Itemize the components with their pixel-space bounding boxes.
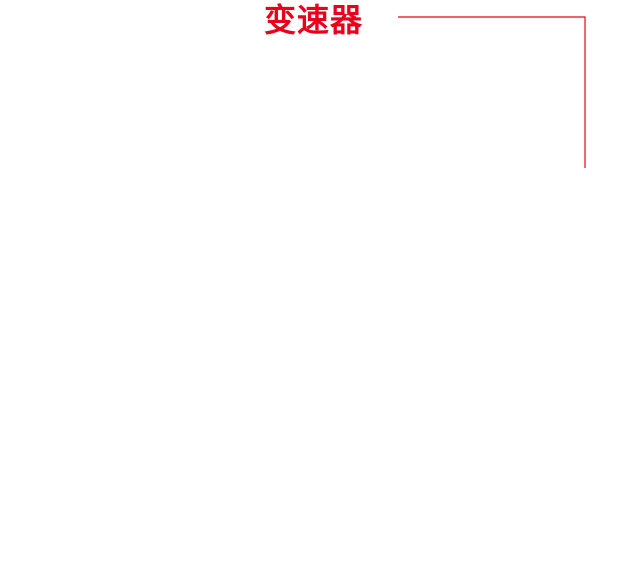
- leader-line-path: [398, 16, 586, 168]
- callout-label-transmission: 变速器: [264, 1, 364, 39]
